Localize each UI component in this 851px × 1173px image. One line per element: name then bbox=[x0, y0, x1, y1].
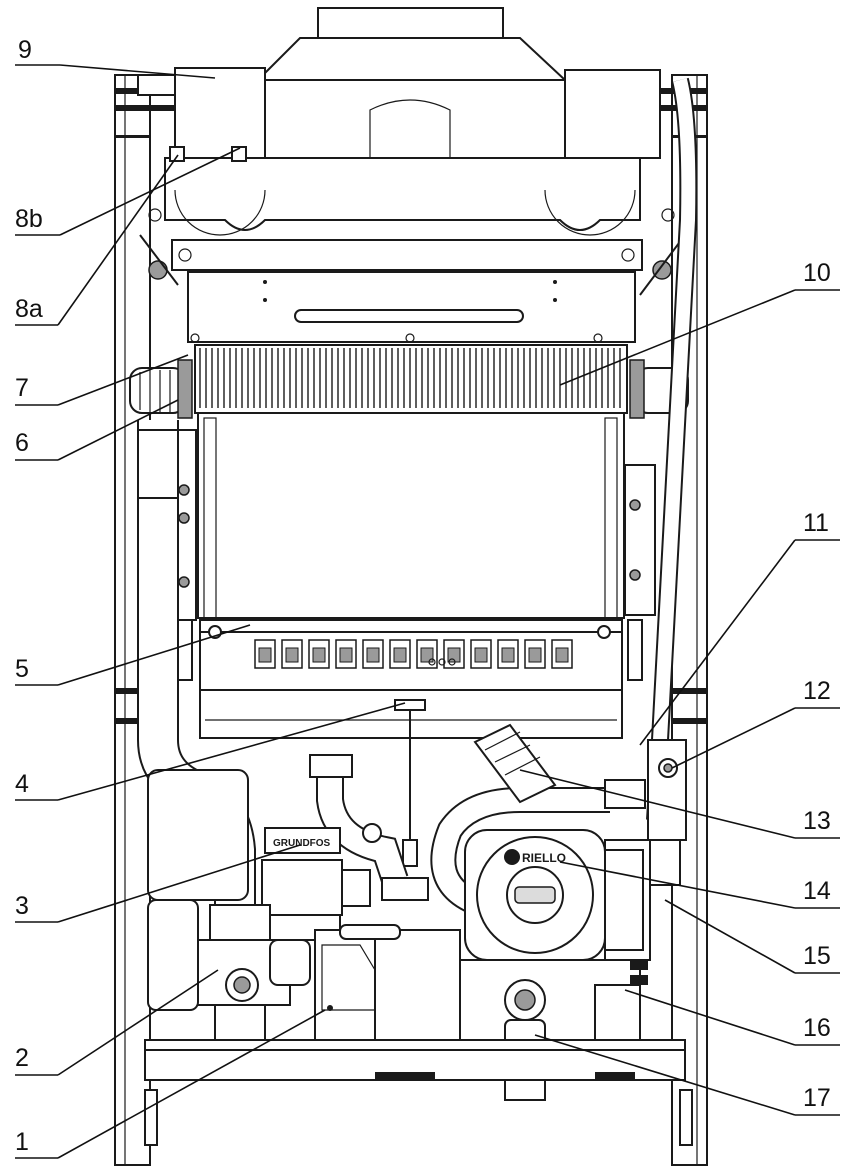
callout-label-16: 16 bbox=[803, 1014, 831, 1042]
burner-nozzle-slot bbox=[258, 647, 272, 663]
pump-brand: RIELLO bbox=[522, 851, 566, 865]
burner bbox=[177, 619, 643, 739]
callout-12: 12 bbox=[671, 677, 840, 769]
bottom-rail bbox=[144, 1039, 686, 1101]
burner-nozzle-slot bbox=[393, 647, 407, 663]
circulator-pump: RIELLO bbox=[464, 829, 651, 961]
callout-7: 7 bbox=[15, 354, 189, 406]
burner-nozzle-slot bbox=[285, 647, 299, 663]
burner-nozzle-slot bbox=[366, 647, 380, 663]
callouts: 9 8b 8a 7 6 5 4 bbox=[15, 36, 840, 1159]
burner-nozzle-slot bbox=[312, 647, 326, 663]
callout-label-2: 2 bbox=[15, 1044, 29, 1072]
callout-label-8a: 8a bbox=[15, 295, 43, 323]
callout-label-17: 17 bbox=[803, 1084, 831, 1112]
callout-6: 6 bbox=[15, 399, 179, 461]
callout-label-15: 15 bbox=[803, 942, 831, 970]
callout-1: 1 bbox=[15, 1009, 326, 1159]
combustion-chamber bbox=[187, 271, 636, 343]
fan-assembly bbox=[139, 146, 686, 296]
callout-label-9: 9 bbox=[18, 36, 32, 64]
gas-valve-brand: GRUNDFOS bbox=[273, 838, 331, 849]
hydraulic-block-left bbox=[147, 769, 311, 1041]
callout-label-6: 6 bbox=[15, 429, 29, 457]
callout-11: 11 bbox=[639, 509, 840, 746]
callout-9: 9 bbox=[15, 36, 216, 79]
callout-label-4: 4 bbox=[15, 770, 29, 798]
boiler-drawing: GRUNDFOS bbox=[114, 7, 708, 1166]
callout-label-8b: 8b bbox=[15, 205, 43, 233]
callout-3: 3 bbox=[15, 844, 301, 923]
callout-label-14: 14 bbox=[803, 877, 831, 905]
callout-8a: 8a bbox=[15, 154, 179, 326]
burner-nozzle-slot bbox=[501, 647, 515, 663]
burner-nozzle-slot bbox=[555, 647, 569, 663]
burner-nozzle-slot bbox=[474, 647, 488, 663]
callout-13: 13 bbox=[519, 769, 840, 839]
heat-exchanger-fins bbox=[194, 344, 628, 414]
callout-label-3: 3 bbox=[15, 892, 29, 920]
callout-label-13: 13 bbox=[803, 807, 831, 835]
burner-nozzle-slot bbox=[339, 647, 353, 663]
callout-label-12: 12 bbox=[803, 677, 831, 705]
burner-nozzles bbox=[254, 639, 573, 669]
callout-5: 5 bbox=[15, 624, 251, 686]
callout-10: 10 bbox=[559, 259, 840, 386]
chamber-body bbox=[171, 412, 656, 621]
callout-label-1: 1 bbox=[15, 1128, 29, 1156]
filter-bypass bbox=[473, 723, 557, 804]
callout-label-7: 7 bbox=[15, 374, 29, 402]
burner-nozzle-slot bbox=[420, 647, 434, 663]
callout-label-11: 11 bbox=[803, 509, 829, 537]
callout-17: 17 bbox=[534, 1034, 840, 1116]
diverter-motor bbox=[314, 924, 461, 1041]
callout-8b: 8b bbox=[15, 147, 241, 236]
callout-14: 14 bbox=[559, 861, 840, 909]
callout-2: 2 bbox=[15, 969, 219, 1076]
callout-4: 4 bbox=[15, 702, 406, 801]
callout-15: 15 bbox=[664, 899, 840, 974]
burner-nozzle-slot bbox=[528, 647, 542, 663]
callout-label-5: 5 bbox=[15, 655, 29, 683]
callout-16: 16 bbox=[624, 989, 840, 1046]
burner-nozzle-slot bbox=[447, 647, 461, 663]
callout-label-10: 10 bbox=[803, 259, 831, 287]
